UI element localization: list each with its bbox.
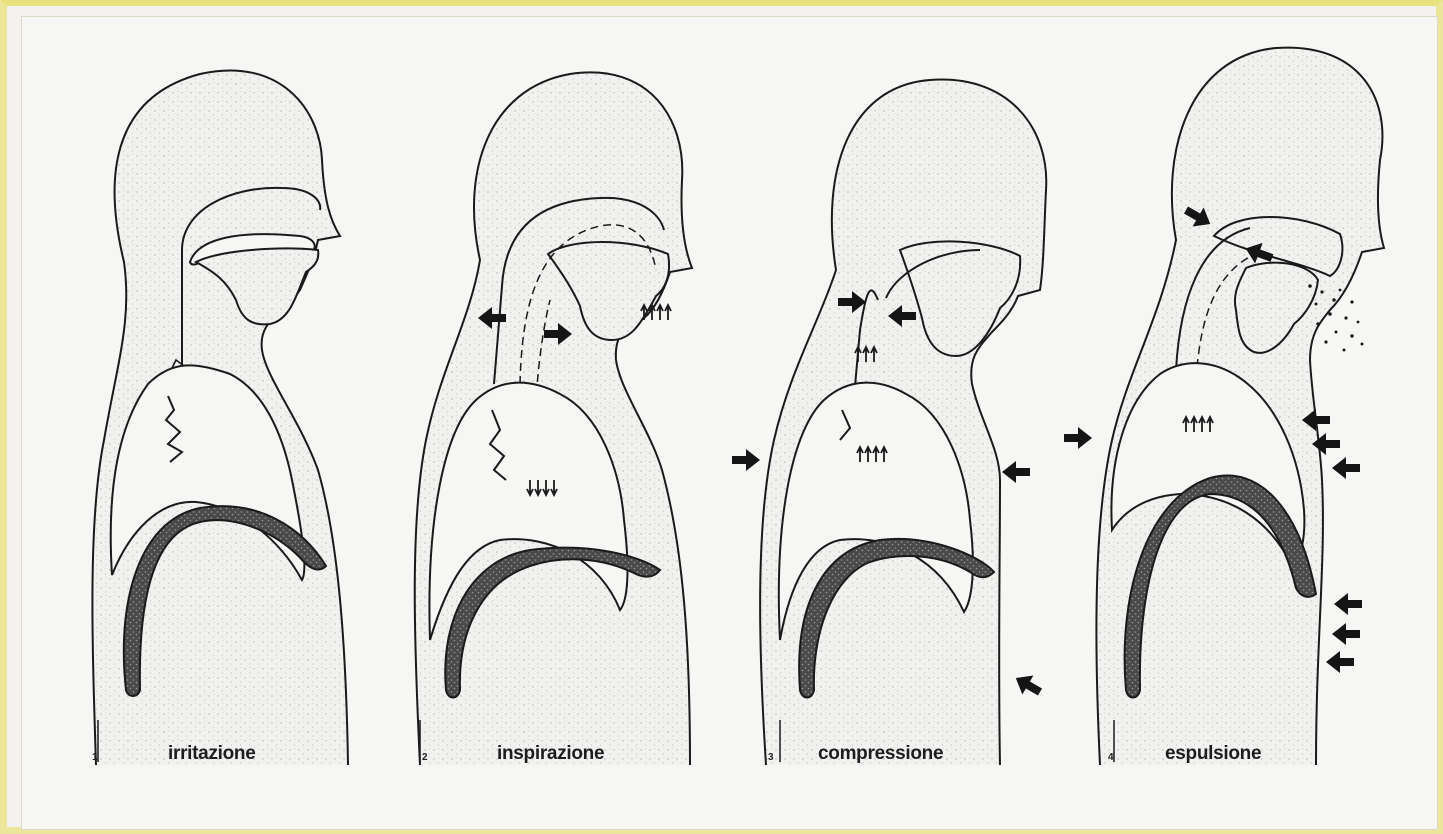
stage-2-number: 2: [422, 752, 428, 763]
stage-3-label: compressione: [818, 743, 943, 765]
figure-2-inspiration: [415, 72, 692, 765]
figure-1-irritation: [92, 70, 348, 765]
figure-3-compression: [732, 80, 1046, 765]
stage-1-label: irritazione: [168, 743, 256, 765]
stage-2-label: inspirazione: [497, 743, 604, 765]
figure-4-expulsion: [1064, 48, 1384, 765]
stage-3-number: 3: [768, 752, 774, 763]
stage-1-number: 1: [92, 752, 98, 763]
stage-4-number: 4: [1108, 752, 1114, 763]
stage-4-label: espulsione: [1165, 743, 1261, 765]
